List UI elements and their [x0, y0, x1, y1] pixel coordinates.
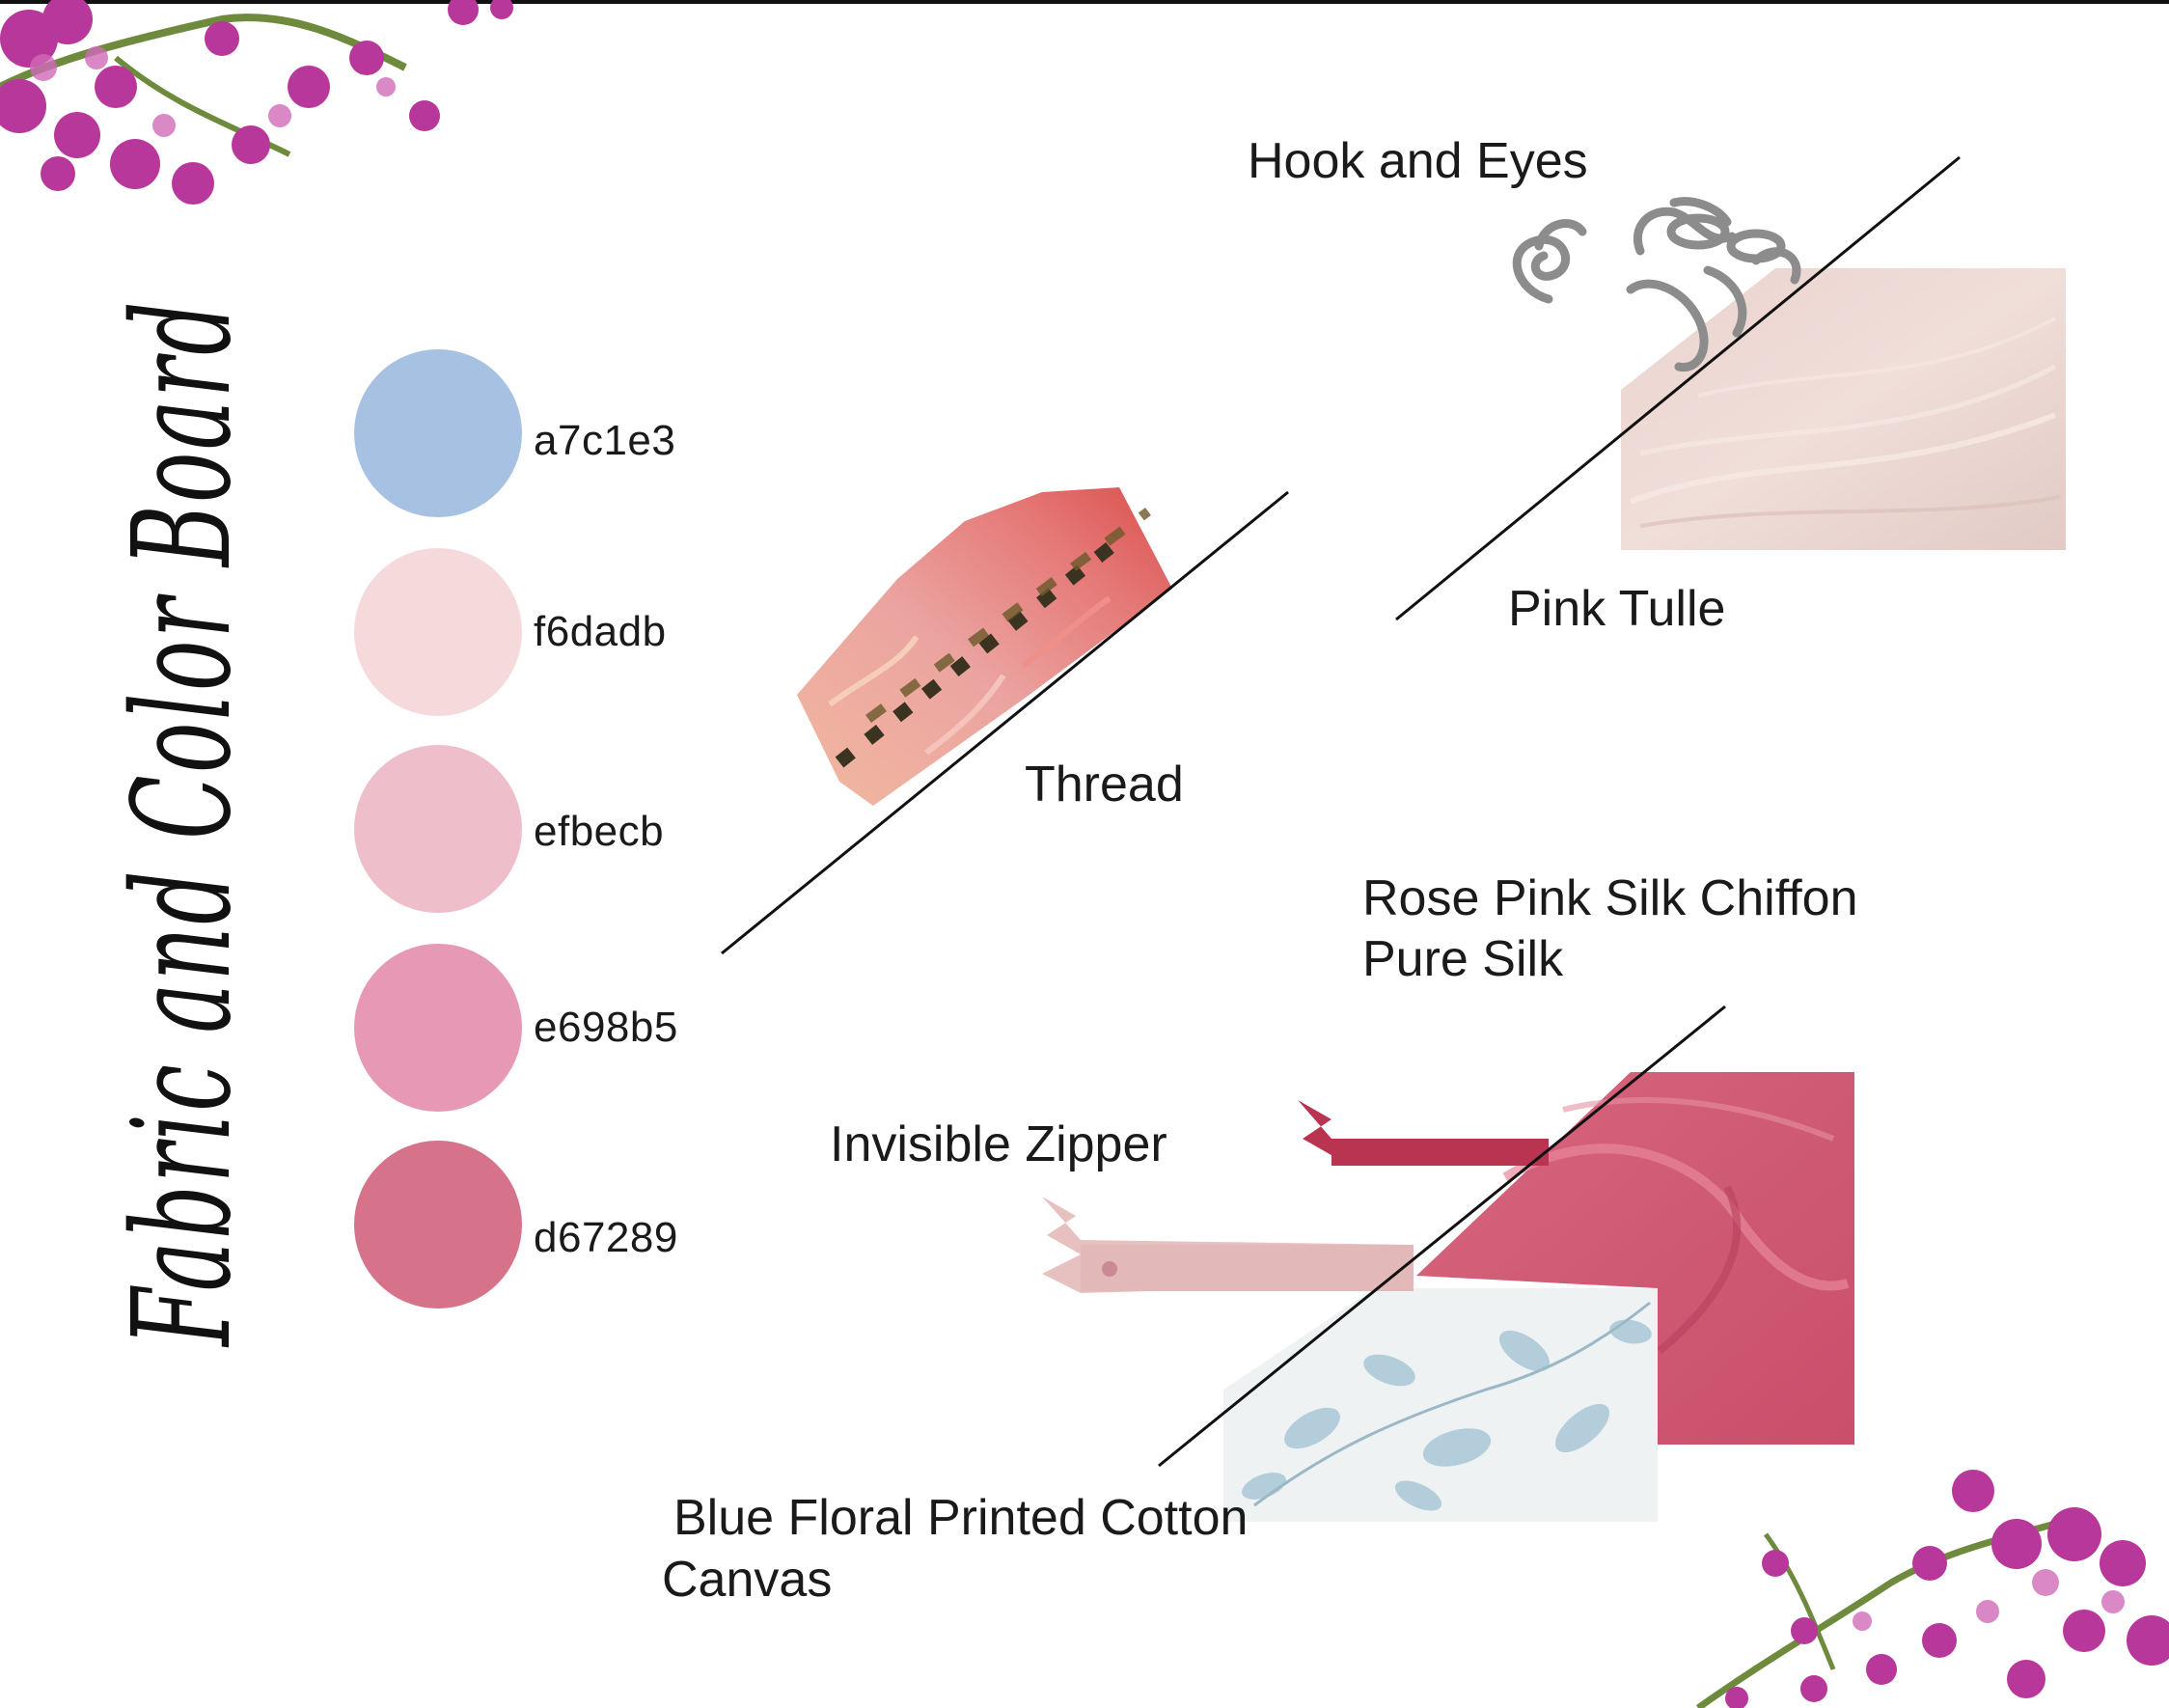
zipper-icon [1042, 1100, 1549, 1293]
label-invisible-zipper: Invisible Zipper [830, 1116, 1167, 1172]
swatch-e698b5 [354, 944, 522, 1112]
hex-label: efbecb [534, 808, 665, 855]
label-canvas: Canvas [662, 1552, 833, 1608]
swatch-a7c1e3 [354, 349, 522, 517]
label-hook-and-eyes: Hook and Eyes [1248, 133, 1588, 189]
hex-label: f6dadb [534, 608, 667, 655]
bougainvillea-flowers-icon [0, 0, 513, 205]
pink-tulle-swatch [1621, 268, 2066, 550]
hex-label: d67289 [534, 1214, 678, 1261]
label-pink-tulle: Pink Tulle [1508, 581, 1726, 637]
swatch-f6dadb [354, 548, 522, 716]
blue-floral-cotton-swatch [1223, 1288, 1658, 1522]
label-rose-pink-chiffon: Rose Pink Silk Chiffon [1362, 870, 1858, 926]
swatch-efbecb [354, 745, 522, 913]
hex-label: a7c1e3 [534, 417, 676, 464]
thread-skeins-icon [797, 487, 1172, 806]
hex-label: e698b5 [534, 1004, 678, 1051]
bougainvillea-flowers-icon [1695, 1470, 2169, 1708]
top-border-line [0, 0, 2169, 4]
hook-and-eye-icon [1512, 197, 1801, 372]
swatch-d67289 [354, 1141, 522, 1309]
rose-pink-chiffon-swatch [1416, 1072, 1854, 1445]
label-thread: Thread [1025, 757, 1184, 813]
diagonal-divider-lines [721, 155, 1961, 1468]
label-pure-silk: Pure Silk [1362, 931, 1564, 987]
label-blue-floral-cotton: Blue Floral Printed Cotton [673, 1490, 1249, 1546]
